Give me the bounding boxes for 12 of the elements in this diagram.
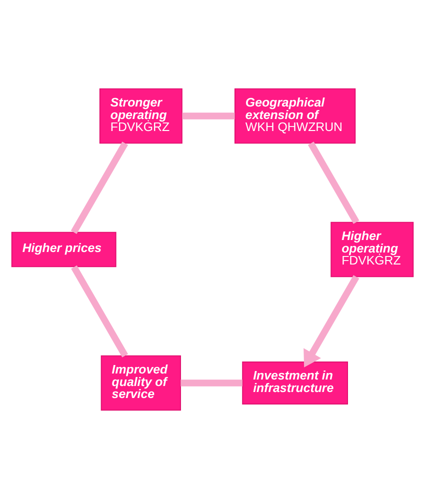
connector xyxy=(180,379,242,386)
node-box: Higher prices xyxy=(11,231,116,267)
connector xyxy=(308,141,360,224)
node-box: Stronger operating FDVKĠRZ xyxy=(99,88,182,144)
node-box: Investment in infrastructure xyxy=(242,361,348,404)
arrow xyxy=(304,274,360,367)
connector xyxy=(182,112,235,119)
connector xyxy=(71,264,128,357)
node-box: Higher operating FDVKĠRZ xyxy=(330,221,414,277)
node-box: Improved quality of service xyxy=(100,354,181,410)
node-box: Geographical extension of WKH QHWZRUN xyxy=(234,88,356,144)
connector xyxy=(70,141,128,234)
